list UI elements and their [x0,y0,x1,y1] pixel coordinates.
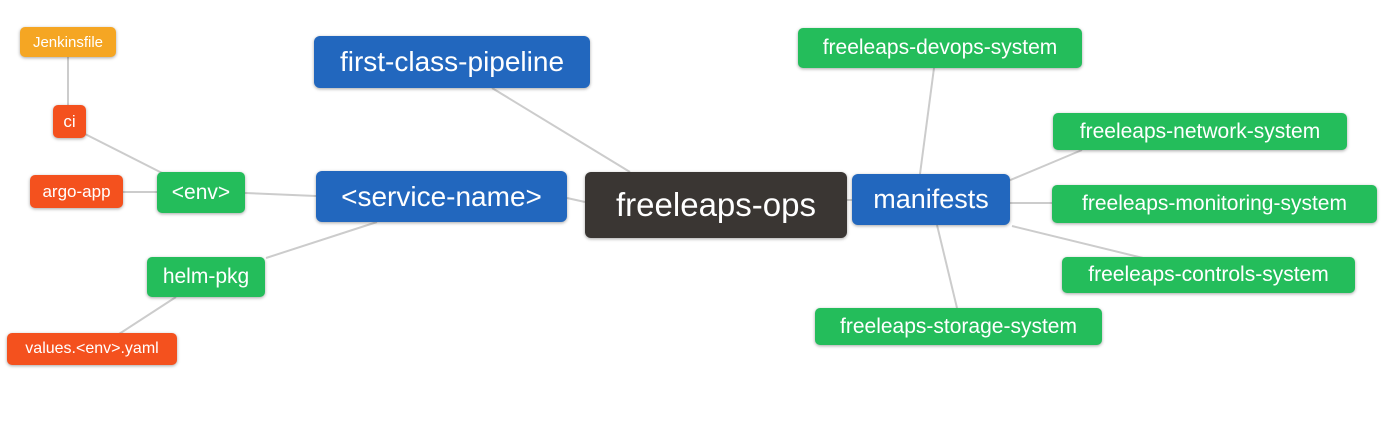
edge-manifests-devops-system [919,67,935,175]
node-first-class-pipeline[interactable]: first-class-pipeline [314,36,590,88]
node-service-name[interactable]: <service-name> [316,171,567,222]
node-freeleaps-ops[interactable]: freeleaps-ops [585,172,847,238]
node-ci[interactable]: ci [53,105,86,138]
node-argo-app[interactable]: argo-app [30,175,123,208]
edge-first-class-pipeline-ops [491,87,631,173]
edge-service-name-ops [566,197,586,203]
edge-manifests-network-system [1007,149,1083,182]
edge-manifests-controls-system [1011,225,1144,259]
edge-manifests-storage-system [936,224,958,309]
node-freeleaps-network-system[interactable]: freeleaps-network-system [1053,113,1347,150]
node-freeleaps-devops-system[interactable]: freeleaps-devops-system [798,28,1082,68]
edge-ci-env [84,133,169,177]
edge-service-name-helm-pkg [265,221,378,259]
node-freeleaps-storage-system[interactable]: freeleaps-storage-system [815,308,1102,345]
node-freeleaps-controls-system[interactable]: freeleaps-controls-system [1062,257,1355,293]
node-manifests[interactable]: manifests [852,174,1010,225]
node-values-env-yaml[interactable]: values.<env>.yaml [7,333,177,365]
edge-env-service-name [244,192,317,197]
node-helm-pkg[interactable]: helm-pkg [147,257,265,297]
node-jenkinsfile[interactable]: Jenkinsfile [20,27,116,57]
node-env[interactable]: <env> [157,172,245,213]
node-freeleaps-monitoring-system[interactable]: freeleaps-monitoring-system [1052,185,1377,223]
edge-helm-pkg-values-env-yaml [118,296,177,335]
